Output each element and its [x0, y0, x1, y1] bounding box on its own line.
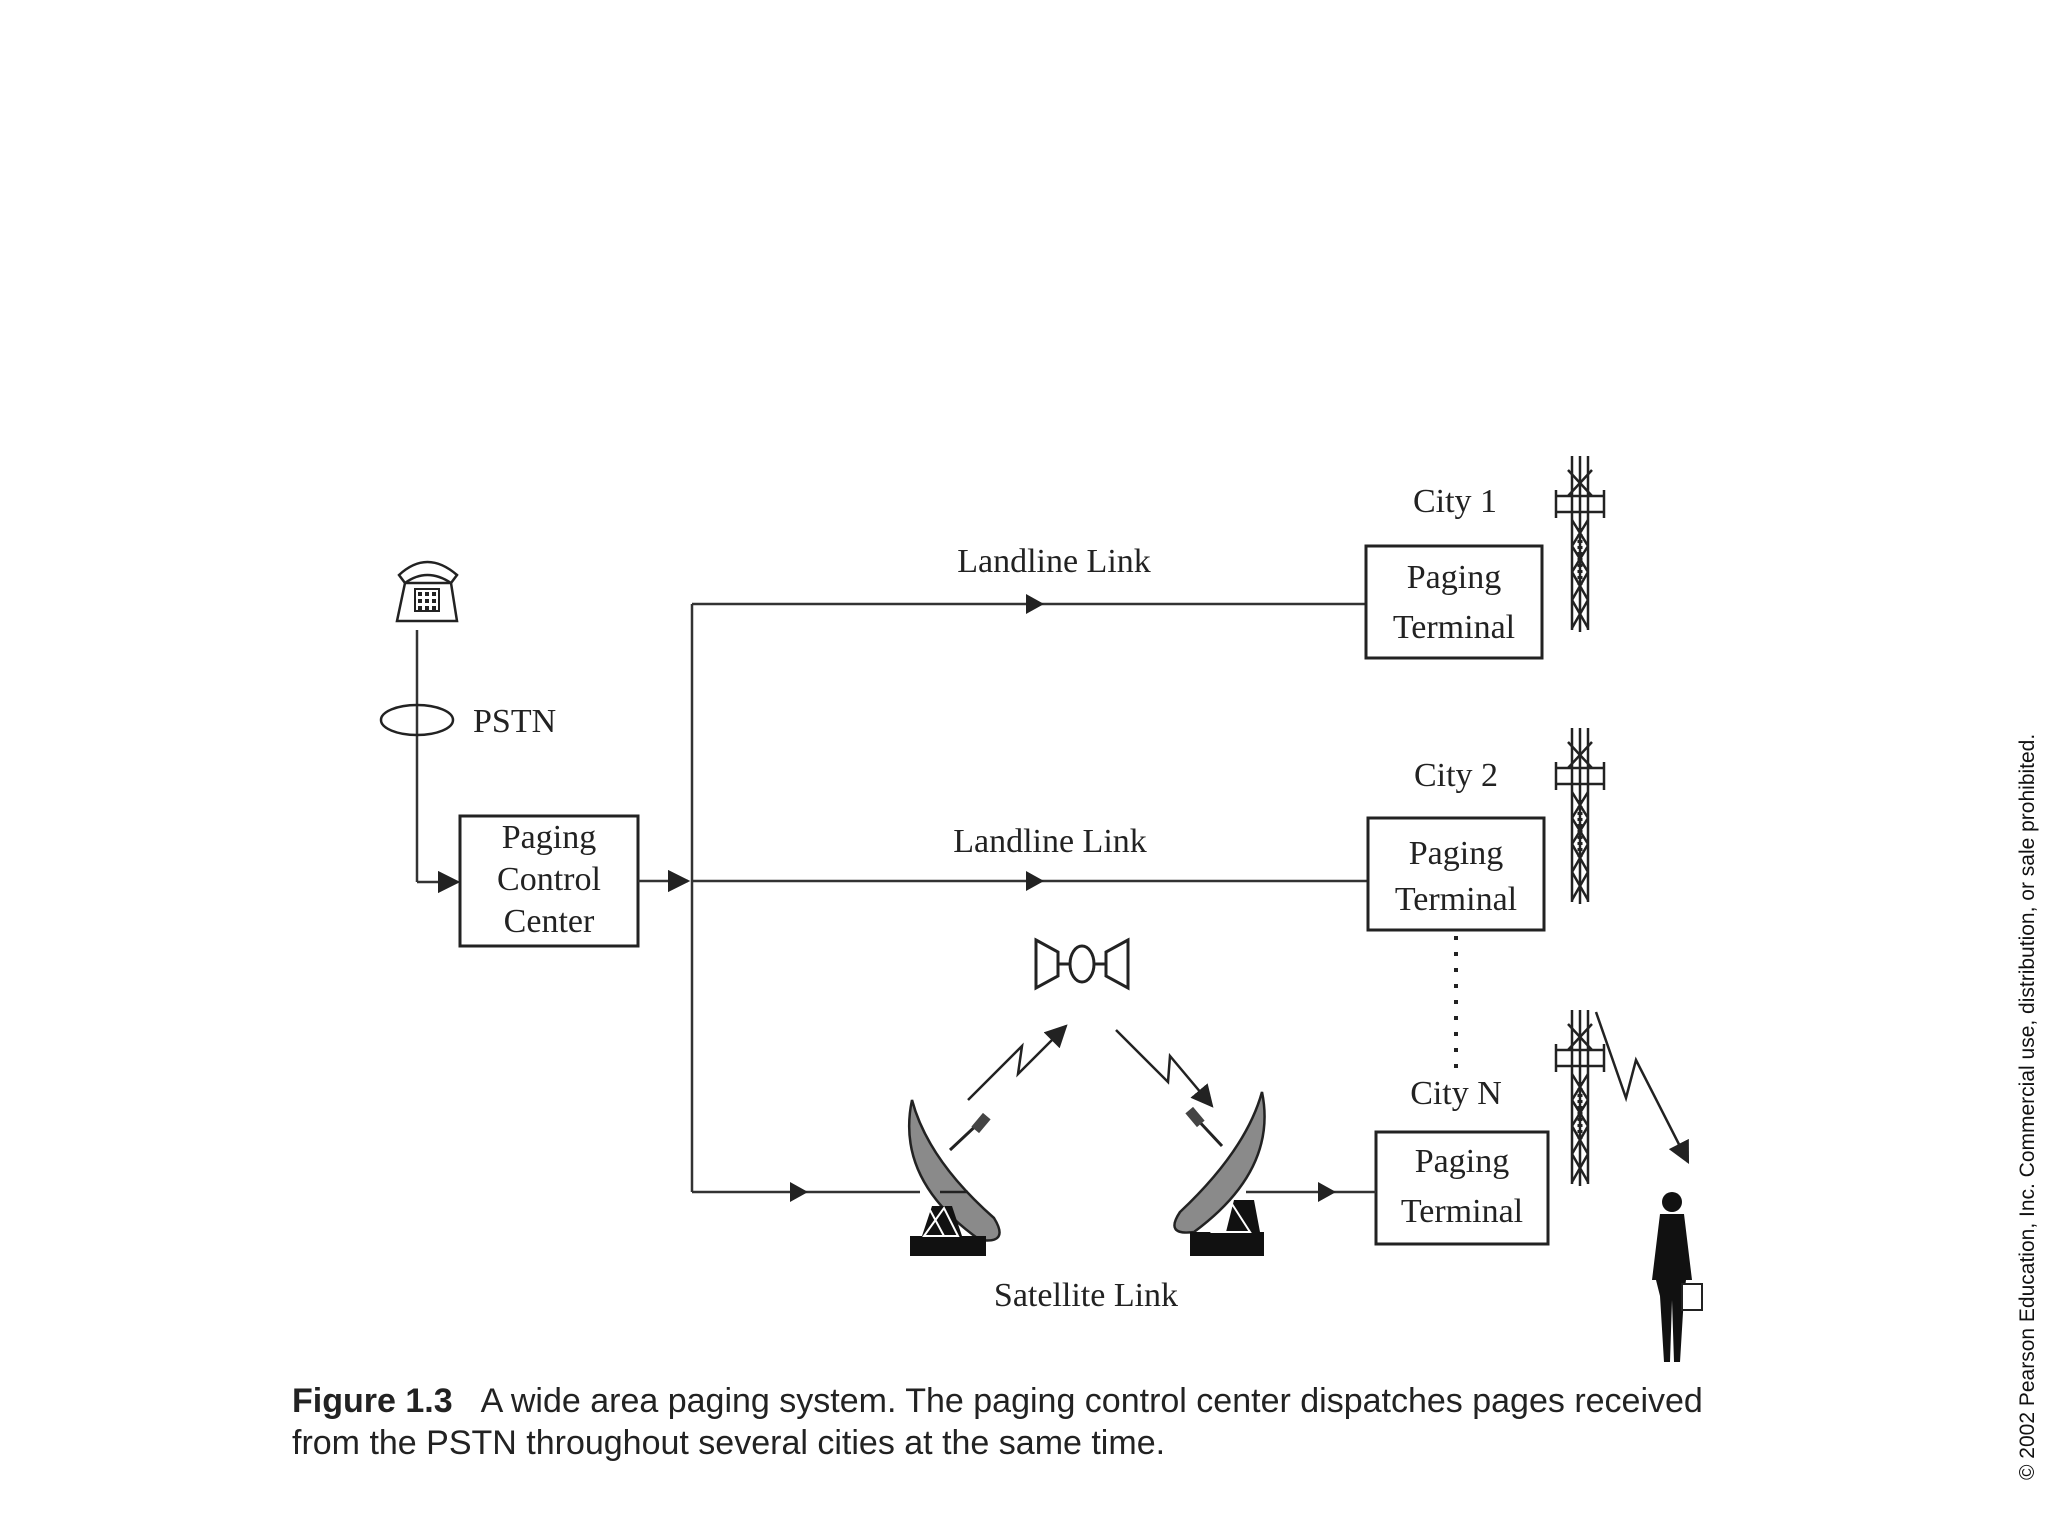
downlink-arrow-icon: [1115, 1029, 1214, 1108]
landline-link-2-arrow: [1026, 871, 1044, 891]
landline-link-1-arrow: [1026, 594, 1044, 614]
city-n-label: City N: [1410, 1075, 1502, 1112]
pstn-label: PSTN: [473, 703, 556, 740]
tower-city-1-icon: [1554, 456, 1606, 632]
satellite-icon: [1034, 937, 1130, 991]
broadcast-signal-icon: [1594, 1011, 1690, 1165]
paging-terminal-2-line-2: Terminal: [1395, 881, 1517, 918]
copyright-notice: © 2002 Pearson Education, Inc. Commercia…: [2016, 733, 2039, 1480]
telephone-icon: [395, 560, 459, 623]
city-2-label: City 2: [1414, 757, 1498, 794]
left-satellite-dish-icon: [907, 1099, 1001, 1256]
landline-link-1-label: Landline Link: [957, 543, 1151, 580]
satellite-to-terminal-n-arrow: [1318, 1182, 1336, 1202]
paging-terminal-2-line-1: Paging: [1409, 835, 1503, 872]
caption-text-2: from the PSTN throughout several cities …: [292, 1424, 1166, 1462]
caption-line-1: Figure 1.3 A wide area paging system. The…: [292, 1380, 1852, 1422]
caption-text-1: A wide area paging system. The paging co…: [480, 1382, 1703, 1420]
right-satellite-dish-icon: [1173, 1091, 1266, 1256]
paging-terminal-2-box: [1366, 816, 1546, 932]
paging-terminal-n-line-2: Terminal: [1401, 1193, 1523, 1230]
paging-control-center-line-2: Control: [497, 861, 601, 898]
landline-link-2-label: Landline Link: [953, 823, 1147, 860]
city-1-label: City 1: [1413, 483, 1497, 520]
paging-control-center-line-3: Center: [504, 903, 595, 940]
paging-control-center-line-1: Paging: [502, 819, 596, 856]
paging-terminal-1-box: [1364, 544, 1544, 660]
paging-terminal-1-line-2: Terminal: [1393, 609, 1515, 646]
paging-terminal-1-line-1: Paging: [1407, 559, 1501, 596]
satellite-link-label: Satellite Link: [994, 1277, 1178, 1314]
tower-city-2-icon: [1554, 728, 1606, 904]
uplink-arrow-icon: [967, 1024, 1068, 1101]
paging-terminal-n-box: [1374, 1130, 1550, 1246]
pager-user-icon: [1652, 1192, 1703, 1362]
paging-control-center-box: [458, 814, 640, 948]
paging-terminal-n-line-1: Paging: [1415, 1143, 1509, 1180]
figure-caption: Figure 1.3 A wide area paging system. The…: [292, 1380, 1852, 1464]
tower-city-n-icon: [1554, 1010, 1606, 1186]
pstn-cloud: [379, 703, 455, 737]
figure-number: Figure 1.3: [292, 1382, 453, 1420]
satellite-feed-arrow: [790, 1182, 808, 1202]
